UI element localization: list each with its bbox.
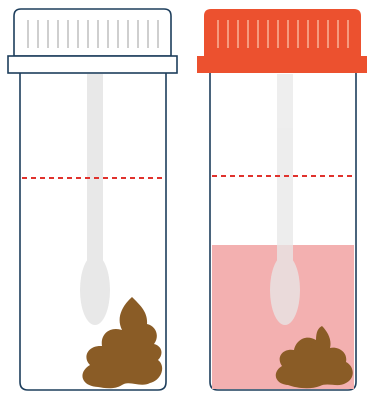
right-cap [197,9,367,73]
left-cap [8,9,177,73]
left-container [8,9,177,390]
right-container [197,9,367,390]
